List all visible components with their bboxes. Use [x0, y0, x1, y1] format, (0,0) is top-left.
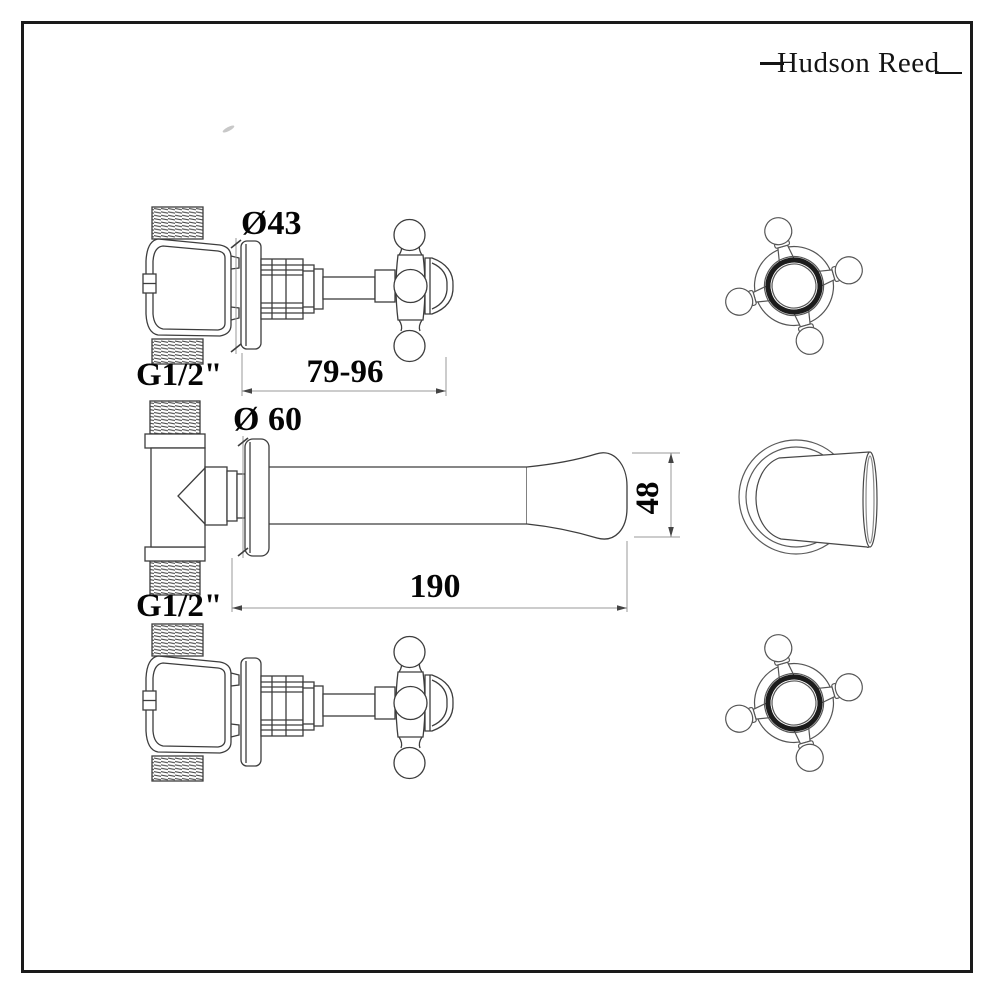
spout-dimension-lines — [231, 436, 680, 612]
handle-front-view-top — [707, 199, 881, 373]
spout-end-height-label: 48 — [630, 481, 666, 515]
spout-side-view — [144, 400, 628, 596]
logo-text: Hudson Reed — [777, 47, 940, 79]
valve-top-dimension-lines — [230, 238, 447, 396]
brand-logo: Hudson Reed — [760, 44, 962, 78]
flange-diameter-label-top: Ø43 — [241, 205, 302, 242]
thread-size-label-middle: G1/2" — [136, 588, 223, 624]
logo-underscore-line — [934, 71, 962, 74]
valve-side-view-bottom — [142, 623, 454, 782]
logo-dash-line — [760, 61, 784, 65]
valve-depth-label: 79-96 — [306, 354, 384, 390]
spout-front-view — [738, 439, 878, 555]
spout-flange-diameter-label: Ø 60 — [233, 401, 302, 438]
drawing-border-frame — [21, 21, 973, 973]
thread-size-label-top: G1/2" — [136, 357, 223, 393]
handle-front-view-bottom — [707, 616, 881, 790]
spout-reach-label: 190 — [409, 568, 461, 605]
